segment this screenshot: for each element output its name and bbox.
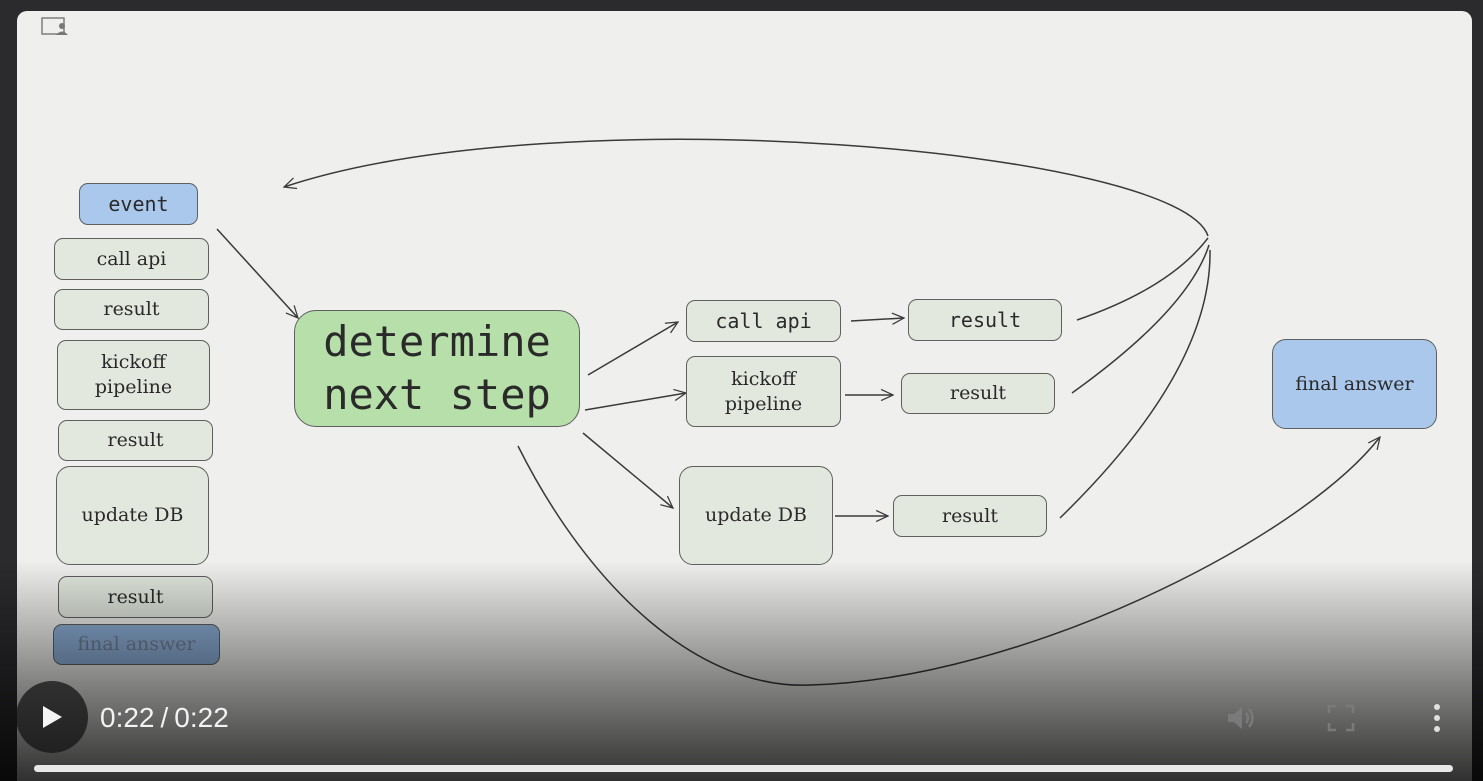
play-icon <box>43 706 62 728</box>
center-to-callapi-arrow <box>587 322 678 376</box>
presenter-icon <box>41 17 68 35</box>
fullscreen-button[interactable] <box>1322 700 1360 736</box>
result2-loop-line <box>1071 244 1210 394</box>
branch-result-node: result <box>908 299 1062 341</box>
branch-node-update-db: update DB <box>679 466 833 565</box>
more-vert-icon <box>1434 704 1440 732</box>
branch-node-kickoff-pipeline: kickoff pipeline <box>686 356 841 427</box>
center-to-updatedb-arrow <box>582 432 673 508</box>
sequence-node-result: result <box>58 576 213 618</box>
sequence-node-result: result <box>54 289 209 330</box>
center-to-final-arrow <box>517 437 1380 686</box>
sequence-node-kickoff-pipeline: kickoff pipeline <box>57 340 210 410</box>
time-separator: / <box>160 702 169 733</box>
more-options-button[interactable] <box>1422 700 1452 736</box>
volume-icon <box>1228 707 1254 729</box>
progress-bar[interactable] <box>34 765 1453 772</box>
branch-node-call-api: call api <box>686 300 841 342</box>
result1-loop-line <box>1076 237 1209 321</box>
current-time: 0:22 <box>100 702 155 733</box>
time-display: 0:22 / 0:22 <box>100 698 229 738</box>
center-node-determine-next-step: determine next step <box>294 310 580 427</box>
sequence-node-call-api: call api <box>54 238 209 280</box>
video-frame[interactable]: event call api result kickoff pipeline r… <box>17 11 1472 781</box>
play-button[interactable] <box>16 681 88 753</box>
branch-result-node: result <box>893 495 1047 537</box>
result3-loop-line <box>1059 249 1211 519</box>
event-to-center-arrow <box>216 228 298 318</box>
callapi-to-result-arrow <box>850 318 904 321</box>
sequence-node-result: result <box>58 420 213 461</box>
sequence-node-update-db: update DB <box>56 466 209 565</box>
volume-button[interactable] <box>1222 700 1262 736</box>
sequence-node-event: event <box>79 183 198 225</box>
loop-back-arrow <box>284 138 1209 237</box>
progress-fill <box>34 765 1453 772</box>
fullscreen-icon <box>1327 704 1355 732</box>
duration: 0:22 <box>174 702 229 733</box>
final-answer-node: final answer <box>1272 339 1437 429</box>
sequence-node-final-answer: final answer <box>53 624 220 665</box>
branch-result-node: result <box>901 373 1055 414</box>
center-to-kickoff-arrow <box>584 393 686 411</box>
